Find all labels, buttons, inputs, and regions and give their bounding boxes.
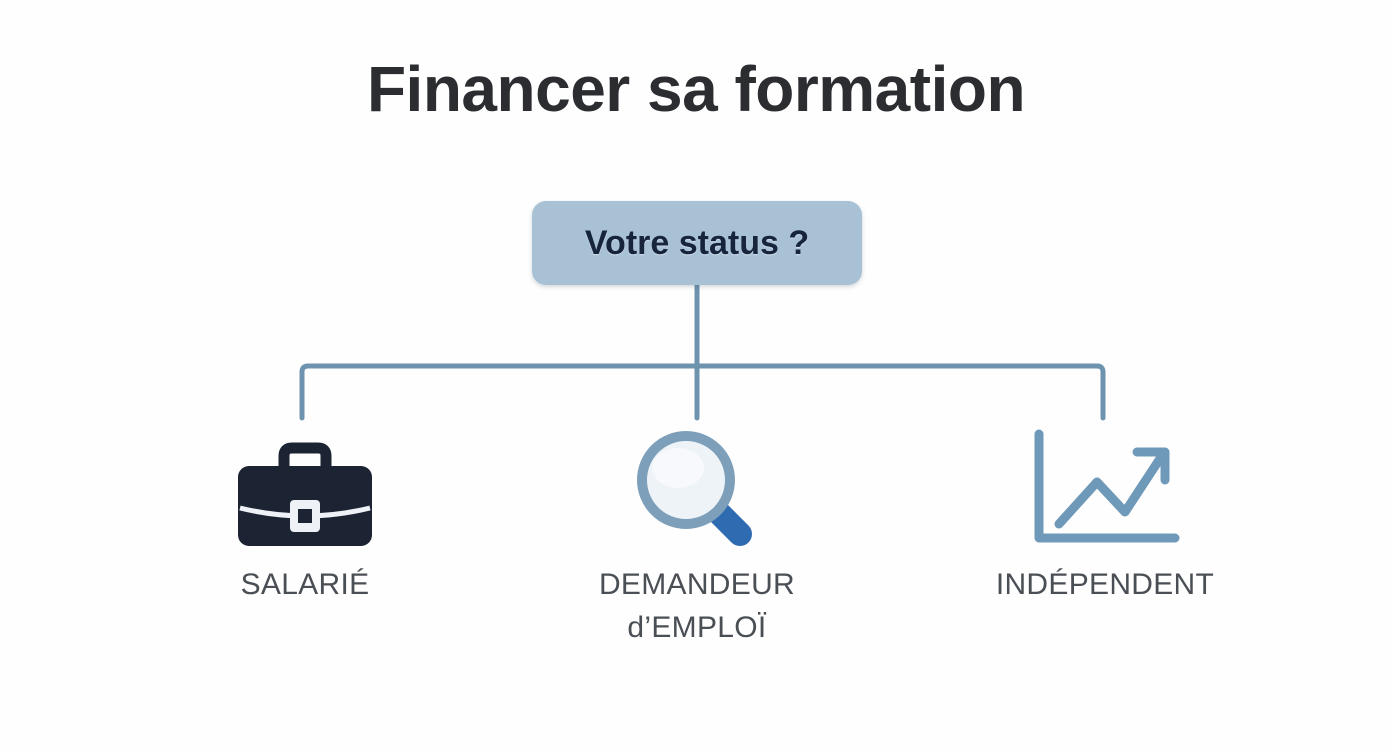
branch-label-salarie: SALARIÉ: [240, 568, 370, 601]
page-title: Financer sa formation: [366, 53, 1026, 125]
magnifying-glass-icon-wrap: [632, 430, 762, 550]
root-node-label: Votre status ?: [584, 223, 810, 262]
branch-demandeur[interactable]: DEMANDEUR d’EMPLOÏ: [547, 430, 847, 649]
connector-left: [299, 363, 700, 421]
branch-label-independant: INDÉPENDENT: [995, 568, 1215, 601]
magnifying-glass-icon: [637, 431, 752, 546]
connector-right: [694, 363, 1106, 421]
root-node[interactable]: Votre status ?: [532, 201, 862, 285]
growth-chart-icon-wrap: [1029, 429, 1181, 550]
growth-chart-icon: [1034, 429, 1180, 543]
branch-independant[interactable]: INDÉPENDENT: [955, 429, 1255, 607]
branch-label-demandeur: DEMANDEUR d’EMPLOÏ: [598, 568, 796, 644]
briefcase-icon-wrap: [234, 430, 376, 550]
briefcase-icon: [238, 442, 372, 546]
branch-salarie[interactable]: SALARIÉ: [155, 430, 455, 607]
